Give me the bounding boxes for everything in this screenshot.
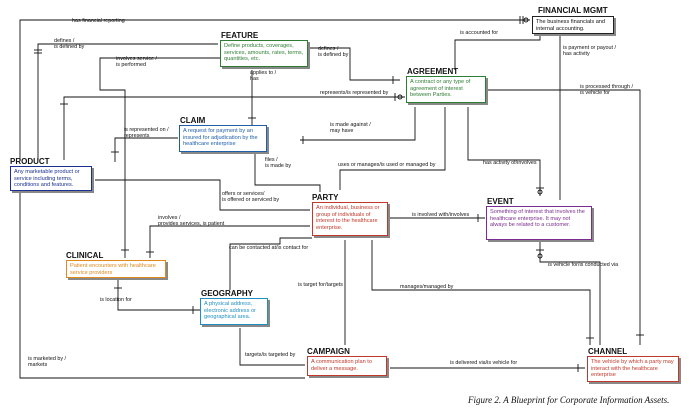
event-title: EVENT [487,197,514,206]
rel-is-payment-or-payout: is payment or payout / has activity [563,45,617,58]
rel-is-processed-through: is processed through / is vehicle for [580,84,634,97]
party-title: PARTY [312,193,339,202]
line-feature-agreement [310,47,400,81]
rel-is-target-for: is target for/targets [298,282,343,288]
line-agreement-claim [300,107,416,141]
line-party-clinical [149,225,310,258]
figure-caption: Figure 2. A Blueprint for Corporate Info… [468,395,670,405]
geography-title: GEOGRAPHY [201,289,254,298]
channel-title: CHANNEL [588,347,628,356]
campaign-title: CAMPAIGN [307,347,350,356]
line-geography-campaign [239,328,305,366]
rel-is-delivered-via: is delivered via/is vehicle for [450,360,518,366]
rel-is-marketed-by: is marketed by / markets [28,356,67,369]
party-box: An individual, business or group of indi… [312,202,388,236]
rel-has-financial-reporting: has financial reporting [72,18,125,24]
rel-involves-service: involves service / is performed [116,56,158,69]
rel-manages: manages/managed by [400,284,454,290]
claim-title: CLAIM [180,116,206,125]
rel-is-involved-with: is involved with/involves [412,212,470,218]
clinical-title: CLINICAL [66,251,104,260]
rel-defines-is-defined-by: defines / is defined by [54,38,85,51]
rel-is-location-for: is location for [100,297,132,303]
rel-applies-to-has: applies to / has [250,70,277,83]
line-party-channel [371,240,591,345]
rel-targets: targets/is targeted by [245,352,296,358]
rel-files: files / is made by [265,157,292,170]
line-product-financial [19,19,530,160]
product-title: PRODUCT [10,157,50,166]
line-product-campaign [19,192,305,379]
clinical-box: Patient encounters with healthcare servi… [66,260,166,278]
line-agreement-party [339,107,446,190]
rel-is-represented-on: is represented on / represents [124,127,169,140]
product-box: Any marketable product or service includ… [10,166,92,191]
channel-box: The vehicle by which a party may interac… [587,356,679,382]
line-agreement-product [63,96,405,160]
event-box: Something of interest that involves the … [486,206,592,240]
campaign-box: A communication plan to deliver a messag… [307,356,387,376]
financial-mgmt-title: FINANCIAL MGMT [538,6,608,15]
rel-can-be-contacted: can be contacted at/is contact for [229,245,309,251]
line-agreement-event [467,107,541,196]
line-product-party [95,179,310,211]
line-agreement-financial [454,32,541,70]
connector-lines [19,16,644,379]
rel-is-accounted-for: is accounted for [460,30,499,36]
geography-box: A physical address, electronic address o… [200,298,268,325]
line-party-geography [229,237,312,290]
line-agreement-channel [480,89,641,345]
rel-defines-is-defined-by-2: defines / is defined by [318,46,349,59]
rel-is-made-against: is made against / may have [330,122,371,135]
feature-box: Define products, coverages, services, am… [220,40,308,67]
line-feature-clinical [99,57,231,258]
agreement-title: AGREEMENT [407,67,459,76]
rel-has-activity: has activity of/involves [483,160,537,166]
line-claim-party [254,152,321,192]
line-claim-product [114,137,178,162]
line-clinical-geography [117,280,200,311]
feature-title: FEATURE [221,31,259,40]
claim-box: A request for payment by an insured for … [179,125,267,152]
agreement-box: A contract or any type of agreement of i… [406,76,486,103]
rel-represents: represents/is represented by [320,90,389,96]
rel-involves-provides: involves / provides services, is patient [158,215,225,228]
rel-is-vehicle-for: is vehicle for/is conducted via [548,262,619,268]
line-event-channel [539,242,601,345]
line-product-feature [37,43,218,160]
rel-offers-or-services: offers or services/ is offered or servic… [222,191,280,204]
rel-uses-or-manages: uses or manages/is used or managed by [338,162,436,168]
financial-mgmt-box: The business financials and internal acc… [532,16,614,34]
